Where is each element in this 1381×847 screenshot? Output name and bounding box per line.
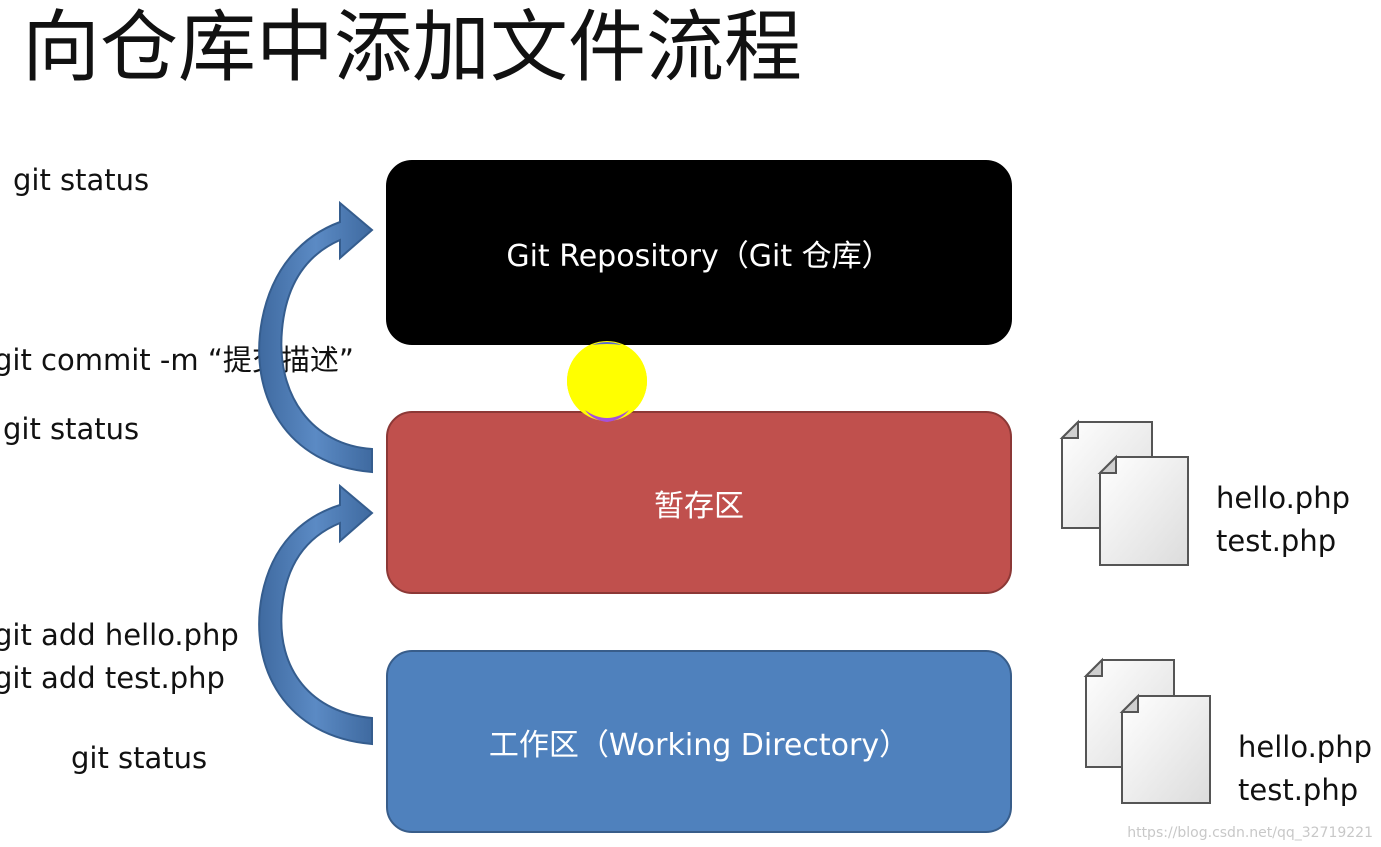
command-git-commit: git commit -m “提交描述” [0, 343, 354, 377]
watermark: https://blog.csdn.net/qq_32719221 [1127, 825, 1373, 841]
git-repository-label: Git Repository（Git 仓库） [506, 238, 892, 274]
staging-files-icon [1059, 419, 1189, 566]
working-file-hello: hello.php [1238, 730, 1372, 764]
working-directory-box: 工作区（Working Directory） [386, 650, 1012, 833]
working-files-icon [1083, 657, 1211, 804]
command-git-status-middle: git status [3, 412, 140, 446]
command-git-add-hello: git add hello.php [0, 618, 239, 652]
arrow-commit-icon [258, 200, 374, 474]
staging-file-hello: hello.php [1216, 481, 1350, 515]
command-git-add-test: git add test.php [0, 661, 225, 695]
staging-file-test: test.php [1216, 524, 1337, 558]
git-repository-box: Git Repository（Git 仓库） [386, 160, 1012, 345]
command-git-status-bottom: git status [71, 741, 208, 775]
working-directory-label: 工作区（Working Directory） [488, 727, 910, 763]
page-title: 向仓库中添加文件流程 [22, 3, 803, 93]
command-git-status-top: git status [13, 163, 150, 197]
staging-area-label: 暂存区 [654, 488, 744, 524]
working-file-test: test.php [1238, 773, 1359, 807]
arrow-add-icon [258, 483, 374, 746]
staging-area-box: 暂存区 [386, 411, 1012, 594]
